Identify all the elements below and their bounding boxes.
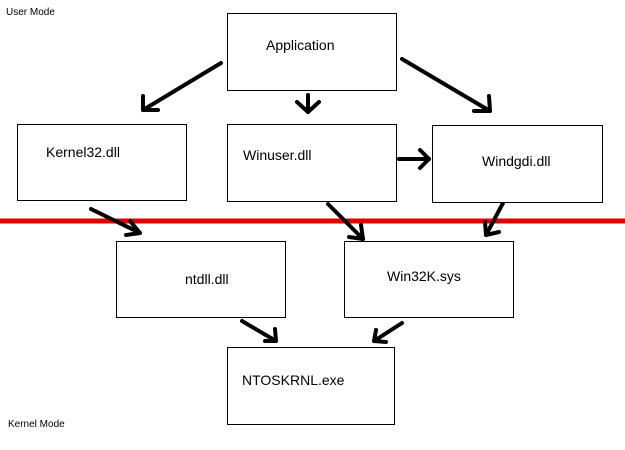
windgdi-box: Windgdi.dll [432, 125, 603, 203]
user-mode-label: User Mode [6, 7, 55, 18]
arrow-ntdll-to-ntoskrnl [240, 319, 278, 343]
windgdi-label: Windgdi.dll [482, 153, 551, 169]
ntdll-label: ntdll.dll [185, 271, 229, 287]
arrow-winuser-to-windgdi [397, 148, 431, 170]
win32k-label: Win32K.sys [387, 268, 461, 284]
application-label: Application [266, 37, 335, 53]
kernel-mode-label: Kernel Mode [8, 419, 65, 430]
kernel32-box: Kernel32.dll [17, 124, 187, 201]
arrow-win32k-to-ntoskrnl [372, 321, 404, 344]
arrow-windgdi-to-win32k [483, 201, 505, 237]
arrow-winuser-to-win32k [326, 202, 365, 241]
arrow-kernel32-to-ntdll [89, 207, 142, 237]
win32k-box: Win32K.sys [344, 241, 514, 318]
application-box: Application [227, 13, 397, 91]
ntoskrnl-box: NTOSKRNL.exe [227, 347, 395, 425]
ntoskrnl-label: NTOSKRNL.exe [242, 372, 345, 388]
arrow-application-to-winuser [295, 93, 321, 114]
arrow-application-to-windgdi [400, 57, 492, 113]
arrow-application-to-kernel32 [141, 61, 223, 112]
winuser-box: Winuser.dll [227, 124, 397, 202]
kernel32-label: Kernel32.dll [46, 144, 120, 160]
ntdll-box: ntdll.dll [116, 241, 286, 318]
winuser-label: Winuser.dll [243, 147, 312, 163]
